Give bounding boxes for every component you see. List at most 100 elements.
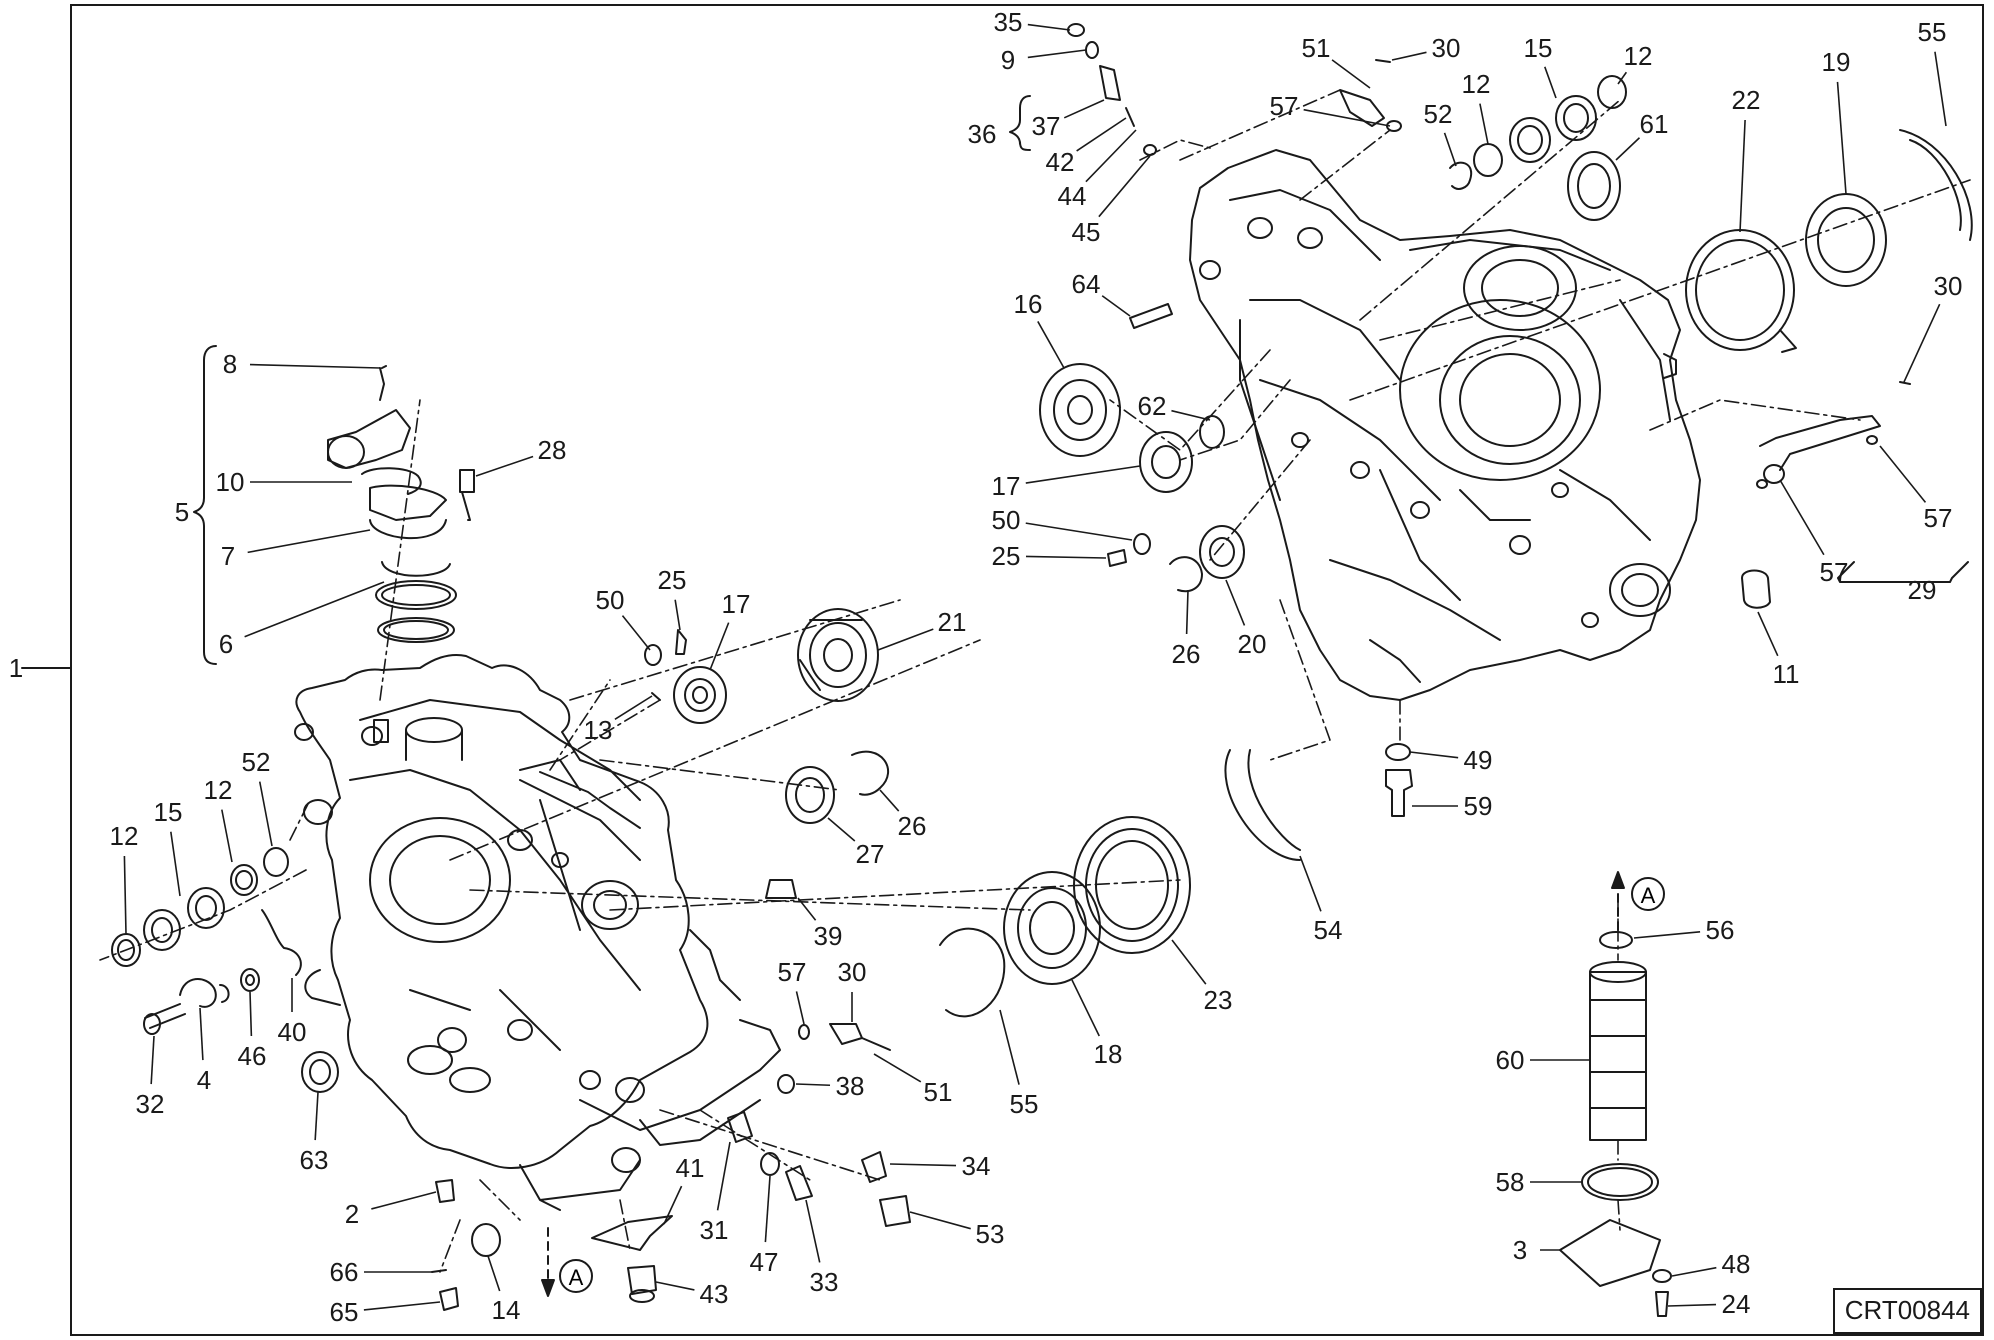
- leader-c12a: [123, 855, 127, 935]
- assembly-ref-label-bottom: A: [569, 1265, 584, 1290]
- leader-c11: [1757, 611, 1779, 657]
- callout-c57c: 57: [1924, 503, 1953, 533]
- leader-c28: [475, 455, 534, 477]
- leader-c45: [1098, 155, 1151, 218]
- callout-c15a: 15: [154, 797, 183, 827]
- callout-c54: 54: [1314, 915, 1343, 945]
- leader-c25a: [674, 599, 681, 631]
- callout-c46: 46: [238, 1041, 267, 1071]
- callout-c52b: 52: [1424, 99, 1453, 129]
- leader-c12c: [1479, 103, 1489, 145]
- leader-c55b: [1934, 51, 1947, 127]
- leader-c50a: [621, 615, 651, 651]
- callout-c4: 4: [197, 1065, 211, 1095]
- leader-c44: [1085, 129, 1137, 183]
- callout-c64: 64: [1072, 269, 1101, 299]
- leader-c52a: [258, 781, 273, 847]
- leader-c53: [909, 1211, 971, 1230]
- callout-c12b: 12: [204, 775, 233, 805]
- leader-c19: [1836, 81, 1847, 195]
- leader-c16: [1037, 321, 1065, 369]
- callout-c55a: 55: [1010, 1089, 1039, 1119]
- callout-c23: 23: [1204, 985, 1233, 1015]
- leader-c4: [199, 1007, 204, 1061]
- callout-c15b: 15: [1524, 33, 1553, 63]
- leader-c64: [1101, 295, 1131, 317]
- callout-c48: 48: [1722, 1249, 1751, 1279]
- callout-c13: 13: [584, 715, 613, 745]
- callout-c43: 43: [700, 1279, 729, 1309]
- assembly-ref-label-top: A: [1641, 883, 1656, 908]
- callout-c41: 41: [676, 1153, 705, 1183]
- leader-c7: [247, 529, 371, 554]
- leader-c38: [795, 1083, 831, 1087]
- callout-c29: 29: [1908, 575, 1937, 605]
- callout-c34: 34: [962, 1151, 991, 1181]
- callout-c60: 60: [1496, 1045, 1525, 1075]
- callout-c16: 16: [1014, 289, 1043, 319]
- callout-c50b: 50: [992, 505, 1021, 535]
- leader-c24: [1667, 1303, 1717, 1307]
- callout-c32: 32: [136, 1089, 165, 1119]
- leader-c12b: [221, 809, 233, 863]
- callout-c52a: 52: [242, 747, 271, 777]
- leader-c39: [797, 897, 817, 921]
- leader-c15a: [170, 831, 181, 897]
- callout-c12a: 12: [110, 821, 139, 851]
- leader-c51b: [1331, 59, 1371, 89]
- leader-c9: [1027, 49, 1087, 59]
- diagram-frame: [70, 4, 1984, 1336]
- leader-c57d: [1779, 479, 1825, 556]
- callout-c56: 56: [1706, 915, 1735, 945]
- leader-c6: [244, 581, 385, 638]
- leader-c21: [877, 628, 934, 651]
- callout-c27: 27: [856, 839, 885, 869]
- callout-c30b: 30: [1432, 33, 1461, 63]
- leader-c46: [249, 991, 253, 1037]
- leader-c35: [1027, 23, 1071, 31]
- callout-c39: 39: [814, 921, 843, 951]
- callout-c42: 42: [1046, 147, 1075, 177]
- right-crankcase-half: [1189, 149, 1701, 701]
- callout-c59: 59: [1464, 791, 1493, 821]
- callout-c11: 11: [1773, 659, 1800, 689]
- callout-c30a: 30: [838, 957, 867, 987]
- leader-c56: [1633, 931, 1701, 939]
- leader-c20: [1225, 579, 1246, 626]
- brace-29: [1837, 561, 1969, 583]
- leader-c49: [1409, 751, 1459, 759]
- callout-c49: 49: [1464, 745, 1493, 775]
- callout-c37: 37: [1032, 111, 1061, 141]
- leader-c48: [1671, 1266, 1717, 1277]
- leader-c15b: [1544, 66, 1557, 99]
- leader-c42: [1076, 117, 1127, 152]
- callout-c36: 36: [968, 119, 997, 149]
- callout-c57d: 57: [1820, 557, 1849, 587]
- leader-c13: [614, 695, 653, 721]
- leader-c27: [827, 817, 856, 842]
- callout-c25b: 25: [992, 541, 1021, 571]
- callout-c65: 65: [330, 1297, 359, 1327]
- callout-c57b: 57: [1270, 91, 1299, 121]
- callout-c62: 62: [1138, 391, 1167, 421]
- leader-c55a: [999, 1009, 1020, 1085]
- leader-c52b: [1443, 132, 1457, 167]
- callout-c31: 31: [700, 1215, 729, 1245]
- callout-c6: 6: [219, 629, 233, 659]
- leader-c30c: [1903, 303, 1941, 383]
- callout-c5: 5: [175, 497, 189, 527]
- callout-c61: 61: [1640, 109, 1669, 139]
- callout-c57a: 57: [778, 957, 807, 987]
- callout-c51b: 51: [1302, 33, 1331, 63]
- callout-c66: 66: [330, 1257, 359, 1287]
- leader-c43: [655, 1281, 695, 1291]
- callout-c28: 28: [538, 435, 567, 465]
- callout-c63: 63: [300, 1145, 329, 1175]
- brace-5: [193, 345, 217, 665]
- leader-c26b: [1185, 589, 1189, 635]
- callout-c35: 35: [994, 7, 1023, 37]
- leader-c57b: [1303, 108, 1391, 127]
- brace-36: [1009, 95, 1031, 151]
